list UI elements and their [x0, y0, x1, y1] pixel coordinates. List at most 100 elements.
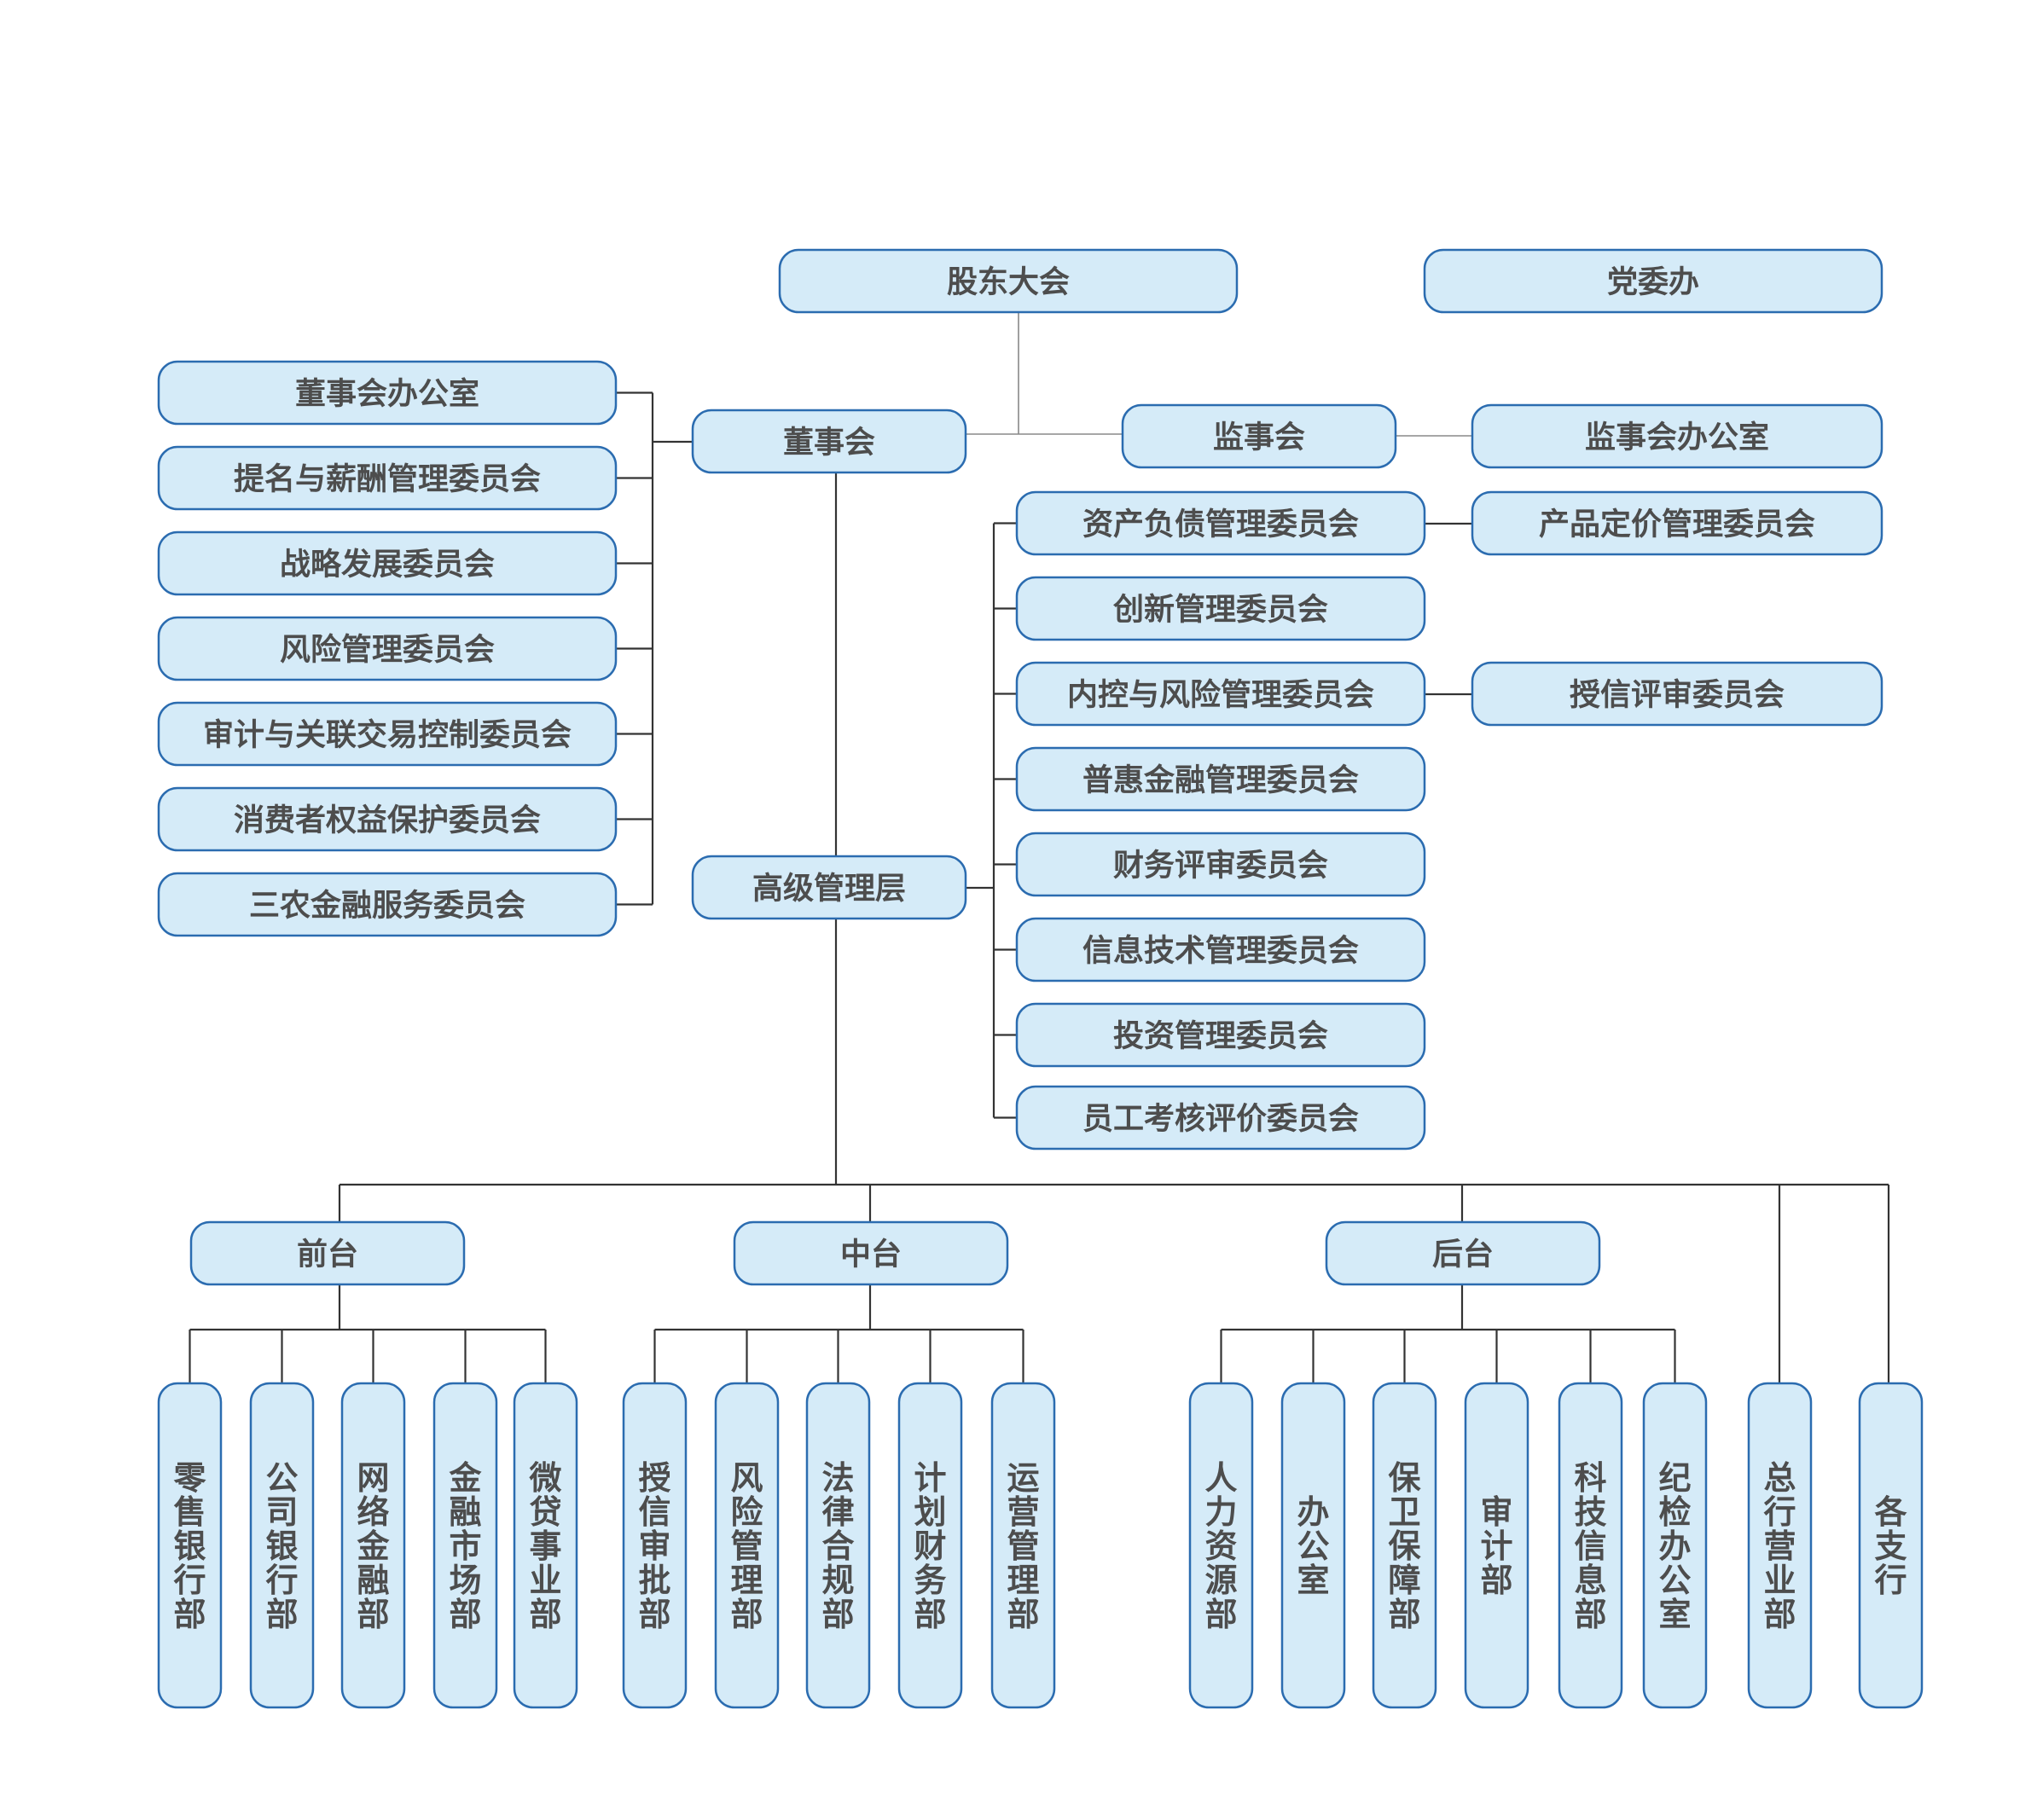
management-committee-3: 内控与风险管理委员会: [1015, 661, 1426, 727]
department-1-5-label: 微贷事业部: [528, 1459, 561, 1633]
department-2-5-label: 运营管理部: [1007, 1459, 1039, 1633]
department-1-3-label: 网络金融部: [356, 1459, 390, 1633]
management-committee-5: 财务评审委员会: [1015, 832, 1426, 897]
department-3-4: 审计部: [1464, 1382, 1529, 1709]
department-3-3-box: [1372, 1382, 1437, 1709]
department-2-3-label: 法律合规部: [821, 1459, 854, 1633]
board-node: 董事会: [691, 409, 967, 474]
department-3-6-label: 纪检办公室: [1658, 1459, 1691, 1633]
department-2-1: 授信审批部: [622, 1382, 688, 1709]
group-node-1: 前台: [189, 1220, 466, 1286]
management-committee-1: 资产负债管理委员会: [1015, 490, 1426, 556]
department-3-4-box: [1464, 1382, 1529, 1709]
management-committee-6: 信息技术管理委员会: [1015, 917, 1426, 982]
standalone-unit-1: 总行营业部: [1747, 1382, 1813, 1709]
department-1-5-box: [513, 1382, 578, 1709]
product-pricing-committee-node-box: [1471, 490, 1883, 556]
party-office-node: 党委办: [1423, 248, 1883, 314]
group-node-3-label: 后台: [1432, 1237, 1494, 1272]
group-node-3: 后台: [1325, 1220, 1601, 1286]
board-committee-2: 提名与薪酬管理委员会: [157, 445, 618, 511]
management-node-box: [691, 855, 967, 920]
management-committee-2-label: 创新管理委员会: [1113, 593, 1328, 628]
group-node-1-box: [189, 1220, 466, 1286]
board-committee-6-box: [157, 786, 618, 852]
management-committee-5-label: 财务评审委员会: [1113, 849, 1328, 884]
department-1-1-label: 零售银行部: [173, 1459, 206, 1633]
department-1-1-box: [157, 1382, 223, 1709]
department-2-4-label: 计划财务部: [914, 1459, 946, 1633]
department-3-1-box: [1188, 1382, 1254, 1709]
management-committee-8-label: 员工考核评价委员会: [1082, 1102, 1359, 1137]
department-2-1-label: 授信审批部: [638, 1459, 670, 1633]
management-committee-2: 创新管理委员会: [1015, 576, 1426, 641]
management-committee-4-box: [1015, 746, 1426, 812]
department-3-5: 科技信息部: [1558, 1382, 1623, 1709]
board-committee-2-label: 提名与薪酬管理委员会: [234, 462, 541, 497]
department-3-2-label: 办公室: [1297, 1493, 1329, 1599]
department-1-3-box: [340, 1382, 406, 1709]
standalone-unit-2-box: [1858, 1382, 1924, 1709]
board-committee-1-box: [157, 360, 618, 426]
board-committee-4: 风险管理委员会: [157, 616, 618, 681]
standalone-unit-1-label: 总行营业部: [1763, 1459, 1796, 1633]
group-node-1-label: 前台: [297, 1237, 358, 1272]
management-committee-8: 员工考核评价委员会: [1015, 1085, 1426, 1151]
management-node: 高级管理层: [691, 855, 967, 920]
board-committee-3: 战略发展委员会: [157, 530, 618, 596]
management-committee-7-label: 投资管理委员会: [1113, 1019, 1328, 1054]
board-node-box: [691, 409, 967, 474]
party-office-node-box: [1423, 248, 1883, 314]
standalone-unit-2-label: 各支行: [1874, 1493, 1907, 1599]
supervisory-office-node-label: 监事会办公室: [1585, 420, 1769, 455]
department-3-2-box: [1280, 1382, 1346, 1709]
board-committee-6: 消费者权益保护委员会: [157, 786, 618, 852]
management-committee-1-box: [1015, 490, 1426, 556]
product-pricing-committee-node-label: 产品定价管理委员会: [1539, 507, 1815, 542]
department-3-5-label: 科技信息部: [1574, 1459, 1606, 1633]
board-committee-6-label: 消费者权益保护委员会: [234, 803, 541, 838]
department-3-1-label: 人力资源部: [1204, 1459, 1237, 1633]
management-committee-4: 普惠金融管理委员会: [1015, 746, 1426, 812]
standalone-unit-1-box: [1747, 1382, 1813, 1709]
standalone-unit-2: 各支行: [1858, 1382, 1924, 1709]
board-committee-5: 审计与关联交易控制委员会: [157, 701, 618, 767]
credit-review-committee-node-label: 授信评审委员会: [1570, 678, 1785, 713]
management-committee-2-box: [1015, 576, 1426, 641]
management-committee-5-box: [1015, 832, 1426, 897]
management-committee-7-box: [1015, 1002, 1426, 1068]
board-committee-4-box: [157, 616, 618, 681]
board-committee-1-label: 董事会办公室: [295, 377, 479, 412]
department-1-5: 微贷事业部: [513, 1382, 578, 1709]
management-committee-4-label: 普惠金融管理委员会: [1082, 762, 1359, 798]
org-nodes: 股东大会党委办董事会监事会监事会办公室高级管理层董事会办公室提名与薪酬管理委员会…: [157, 248, 1924, 1709]
department-3-3: 保卫保障部: [1372, 1382, 1437, 1709]
credit-review-committee-node: 授信评审委员会: [1471, 661, 1883, 727]
management-committee-8-box: [1015, 1085, 1426, 1151]
board-committee-2-box: [157, 445, 618, 511]
group-node-2-label: 中台: [840, 1237, 902, 1272]
department-2-2-box: [714, 1382, 780, 1709]
department-1-3: 网络金融部: [340, 1382, 406, 1709]
management-committee-1-label: 资产负债管理委员会: [1082, 507, 1359, 542]
management-committee-7: 投资管理委员会: [1015, 1002, 1426, 1068]
supervisory-office-node: 监事会办公室: [1471, 403, 1883, 469]
department-2-1-box: [622, 1382, 688, 1709]
group-node-2: 中台: [733, 1220, 1009, 1286]
supervisory-node-label: 监事会: [1213, 420, 1305, 455]
department-1-2: 公司银行部: [249, 1382, 315, 1709]
department-3-4-label: 审计部: [1480, 1493, 1512, 1599]
board-committee-4-label: 风险管理委员会: [280, 633, 495, 668]
department-2-4: 计划财务部: [897, 1382, 963, 1709]
board-committee-7: 三农金融服务委员会: [157, 872, 618, 937]
party-office-node-label: 党委办: [1607, 265, 1699, 300]
supervisory-node: 监事会: [1121, 403, 1397, 469]
department-1-2-box: [249, 1382, 315, 1709]
board-committee-1: 董事会办公室: [157, 360, 618, 426]
credit-review-committee-node-box: [1471, 661, 1883, 727]
department-1-2-label: 公司银行部: [265, 1459, 298, 1633]
management-committee-6-box: [1015, 917, 1426, 982]
department-1-4-box: [432, 1382, 498, 1709]
department-3-6: 纪检办公室: [1642, 1382, 1708, 1709]
